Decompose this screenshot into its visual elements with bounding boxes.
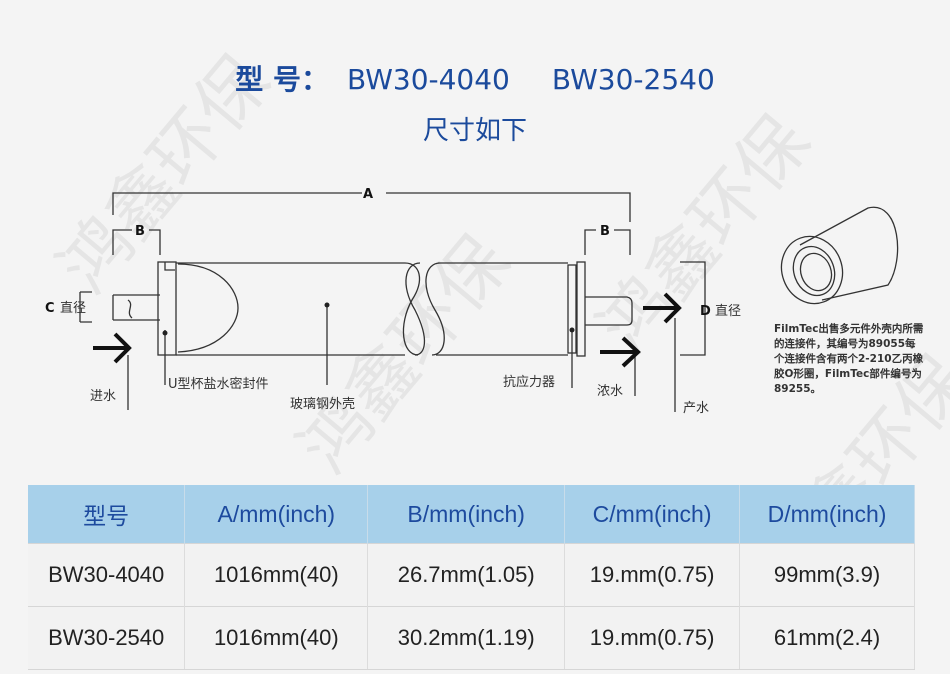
cell-a: 1016mm(40) xyxy=(184,606,369,670)
inlet-label: 进水 xyxy=(90,389,116,404)
dim-c-diameter: 直径 xyxy=(60,301,86,316)
cell-d: 99mm(3.9) xyxy=(739,543,915,607)
feed-pipe xyxy=(112,294,160,321)
end-cap xyxy=(157,261,177,356)
dim-c-label: C xyxy=(45,301,55,316)
cell-model: BW30-4040 xyxy=(28,543,186,607)
permeate-arrow-icon xyxy=(643,292,682,324)
cell-c: 19.mm(0.75) xyxy=(564,606,741,670)
dim-a-line xyxy=(112,192,631,222)
header-d: D/mm(inch) xyxy=(739,485,915,544)
dim-d-label: D xyxy=(700,304,711,319)
header-a: A/mm(inch) xyxy=(184,485,369,544)
cell-b: 30.2mm(1.19) xyxy=(367,606,566,670)
connector-body xyxy=(799,206,899,301)
spec-table: 型号 A/mm(inch) B/mm(inch) C/mm(inch) D/mm… xyxy=(28,485,915,670)
cell-d: 61mm(2.4) xyxy=(739,606,915,670)
permeate-pipe xyxy=(585,296,633,326)
connector-note: FilmTec出售多元件外壳内所需的连接件，其编号为89055每个连接件含有两个… xyxy=(774,323,924,395)
dim-b-right-line xyxy=(584,229,631,255)
dim-c-line xyxy=(79,291,92,323)
cell-model: BW30-2540 xyxy=(28,606,186,670)
inlet-arrow-icon xyxy=(93,332,132,364)
model-label: 型 号： xyxy=(235,63,329,96)
dim-d-line xyxy=(680,261,706,356)
brine-seal-cone xyxy=(177,263,239,353)
tube-left xyxy=(176,262,405,356)
dim-d-diameter: 直径 xyxy=(715,304,741,319)
cell-a: 1016mm(40) xyxy=(184,543,369,607)
header-model: 型号 xyxy=(28,485,186,544)
model-2: BW30-2540 xyxy=(551,63,715,96)
dim-b-left-line xyxy=(112,229,161,255)
membrane-diagram: A B B C 直径 D 直径 进水 U型杯盐水密封件 玻璃钢外壳 抗应力器 浓… xyxy=(45,187,899,416)
table-row: BW30-4040 1016mm(40) 26.7mm(1.05) 19.mm(… xyxy=(28,543,915,607)
subtitle: 尺寸如下 xyxy=(422,116,527,146)
seal-label: U型杯盐水密封件 xyxy=(168,376,269,392)
header-b: B/mm(inch) xyxy=(367,485,566,544)
dim-b-left-label: B xyxy=(135,224,145,239)
connector-opening xyxy=(780,235,844,305)
break-left xyxy=(402,262,426,356)
table-header-row: 型号 A/mm(inch) B/mm(inch) C/mm(inch) D/mm… xyxy=(28,485,915,544)
model-heading: 型 号： BW30-4040 BW30-2540 xyxy=(0,58,950,98)
dim-b-right-label: B xyxy=(600,224,610,239)
flow-arrows xyxy=(93,292,682,368)
shell-label: 玻璃钢外壳 xyxy=(290,397,355,412)
tube-right xyxy=(425,262,568,356)
concentrate-arrow-icon xyxy=(600,336,641,368)
table-row: BW30-2540 1016mm(40) 30.2mm(1.19) 19.mm(… xyxy=(28,606,915,670)
dim-a-label: A xyxy=(363,187,373,202)
permeate-label: 产水 xyxy=(683,401,709,416)
model-1: BW30-4040 xyxy=(346,63,510,96)
cell-b: 26.7mm(1.05) xyxy=(367,543,566,607)
cell-c: 19.mm(0.75) xyxy=(564,543,741,607)
anti-telescoping-label: 抗应力器 xyxy=(503,374,555,390)
concentrate-label: 浓水 xyxy=(597,384,623,399)
header-c: C/mm(inch) xyxy=(564,485,741,544)
